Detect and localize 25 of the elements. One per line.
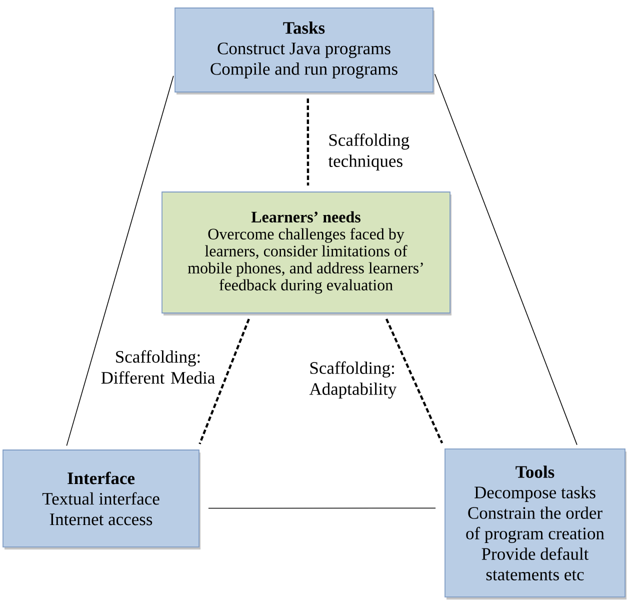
box-text: Provide default statements etc <box>482 547 589 580</box>
box-text: Internet access <box>50 514 152 526</box>
box-text: Constrain the order of program creation <box>466 506 604 543</box>
connector-line <box>434 74 578 446</box>
box-heading: Interface <box>68 472 135 484</box>
connector-line <box>208 508 436 509</box>
box-text: Construct Java programs <box>218 42 390 58</box>
connector-line <box>66 76 174 446</box>
dashed-line <box>306 98 310 186</box>
edge-label: Scaffolding techniques <box>327 132 422 172</box>
dashed-line <box>198 318 250 444</box>
concept-box <box>2 450 200 550</box>
box-text: Overcome challenges faced by learners, consider limitations of mobile phones, and address learners’ feedback during evaluation <box>188 228 423 294</box>
box-heading: Tools <box>516 466 554 478</box>
concept-box <box>162 192 452 316</box>
concept-box <box>174 8 434 94</box>
dashed-line <box>385 318 444 444</box>
box-heading: Learners’ needs <box>251 211 360 222</box>
box-text: Compile and run programs <box>210 62 398 78</box>
concept-box <box>444 448 626 600</box>
box-text: Textual interface <box>42 492 160 505</box>
box-text: Decompose tasks <box>474 486 596 502</box>
edge-label: Scaffolding: Adaptability <box>308 360 400 400</box>
box-heading: Tasks <box>283 22 325 34</box>
edge-label: Scaffolding: Different Media <box>99 349 217 385</box>
